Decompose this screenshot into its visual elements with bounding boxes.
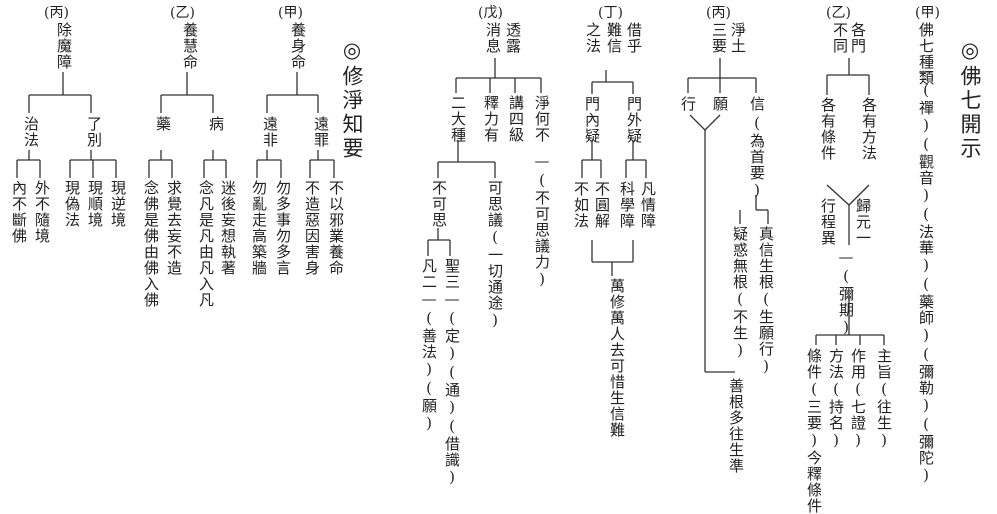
col-d-out-leaf-1: 凡情障 [639, 181, 657, 229]
s2-jia-label: 養身命 [289, 22, 307, 70]
col-b-top-1: 各門 [849, 22, 867, 54]
col-d-out: 門外疑 [625, 96, 643, 144]
s2-jia-right: 遠罪 [312, 116, 330, 148]
col-e-top-2: 消息 [484, 22, 502, 54]
col-b-leaf-2: 作用(七證) [849, 348, 867, 450]
title-main: ◎佛七開示 [958, 38, 982, 161]
col-d-head: (丁) [598, 5, 623, 21]
s2-yi-r-leaf-1: 迷後妄想執著 [219, 180, 237, 276]
col-e-branch-2: 講四級 [507, 95, 525, 143]
col-b-period: —(彌期) [837, 248, 855, 337]
col-c-xing: 行 [679, 96, 697, 112]
col-e-top-1: 透露 [504, 22, 522, 54]
col-d-in-leaf-1: 不圓解 [593, 181, 611, 229]
col-c-top-1: 淨土 [729, 22, 747, 54]
connector-line-20 [689, 114, 706, 131]
col-c-sub-2: 疑惑無根(不生) [731, 226, 749, 360]
col-d-top-3: 之法 [584, 22, 602, 54]
col-d-in-leaf-2: 不如法 [572, 181, 590, 229]
col-e-branch-1: 淨何不 [533, 95, 551, 143]
s2-bing-r-leaf-3: 現偽法 [63, 180, 81, 228]
col-a-items: —(禪)(觀音)(法華)(藥師)(彌勒)(彌陀) [917, 62, 935, 485]
col-e-fan: 凡二—(善法)(願) [420, 258, 438, 433]
s2-jia-head: (甲) [278, 5, 303, 21]
s2-yi-l-leaf-2: 念佛是佛由佛入佛 [142, 180, 160, 308]
col-e-branch-4: 二大種 [449, 95, 467, 143]
col-c-xin-note: (為首要) [748, 114, 766, 200]
s2-bing-head: (丙) [44, 5, 69, 21]
s2-yi-l-leaf-1: 求覺去妄不造 [165, 180, 183, 276]
col-a-label: 佛七種類 [917, 22, 935, 86]
col-d-top-1: 借乎 [625, 22, 643, 54]
col-e-buke: 不可思 [430, 180, 448, 228]
col-b-top-2: 不同 [831, 22, 849, 54]
connector-line-19 [704, 114, 721, 131]
s2-yi-right: 病 [207, 116, 225, 132]
col-b-merge-1: 歸元一 [854, 198, 872, 246]
s2-jia-l-leaf-2: 勿亂走高築牆 [250, 180, 268, 276]
s2-yi-r-leaf-2: 念凡是凡由凡入凡 [197, 180, 215, 308]
col-b-leaf-1: 主旨(往生) [875, 348, 893, 450]
connector-line-5 [848, 184, 870, 206]
s2-jia-left: 遠非 [261, 116, 279, 148]
s2-yi-head: (乙) [170, 5, 195, 21]
col-d-out-leaf-2: 科學障 [618, 181, 636, 229]
col-e-branch-1-note: —(不可思議力) [533, 152, 551, 289]
col-c-head: (丙) [706, 5, 731, 21]
title-sub: ◎修淨知要 [340, 38, 364, 161]
col-e-ke: 可思議(一切通途) [486, 180, 504, 330]
col-c-sub-1: 真信生根(生願行) [757, 226, 775, 376]
col-b-head: (乙) [826, 5, 851, 21]
s2-bing-right: 了別 [85, 116, 103, 148]
s2-yi-label: 養慧命 [181, 22, 199, 70]
s2-jia-r-leaf-2: 不造惡因害身 [303, 180, 321, 276]
s2-bing-label: 除魔障 [55, 22, 73, 70]
s2-bing-r-leaf-1: 現逆境 [109, 180, 127, 228]
s2-bing-l-leaf-1: 外不隨境 [33, 180, 51, 244]
s2-yi-left: 藥 [154, 116, 172, 132]
s2-jia-r-leaf-1: 不以邪業養命 [327, 180, 345, 276]
s2-bing-l-leaf-2: 內不斷佛 [10, 180, 28, 244]
s2-jia-l-leaf-1: 勿多事勿多言 [274, 180, 292, 276]
col-b-merge-2: 行程異 [819, 198, 837, 246]
col-a-head: (甲) [915, 5, 940, 21]
col-e-head: (戊) [478, 5, 503, 21]
col-d-top-2: 難信 [605, 22, 623, 54]
col-c-xin: 信 [748, 96, 766, 112]
s2-bing-left: 治法 [22, 116, 40, 148]
col-b-leaf-3: 方法(持名) [827, 348, 845, 450]
col-b-method: 各有方法 [860, 97, 878, 161]
col-d-in: 門內疑 [583, 96, 601, 144]
col-d-bottom: 萬修萬人去可惜生信難 [608, 278, 626, 438]
s2-bing-r-leaf-2: 現順境 [86, 180, 104, 228]
col-c-yuan: 願 [711, 96, 729, 112]
connector-line-4 [826, 184, 850, 206]
col-b-leaf-4: 條件(三要)今釋條件 [805, 348, 823, 514]
col-c-top-2: 三要 [710, 22, 728, 54]
col-e-sheng: 聖三—(定)(通)(借識) [443, 258, 461, 487]
col-b-condition: 各有條件 [819, 97, 837, 161]
col-c-bottom: 善根多往生準 [727, 378, 745, 474]
col-e-branch-3: 釋力有 [482, 95, 500, 143]
